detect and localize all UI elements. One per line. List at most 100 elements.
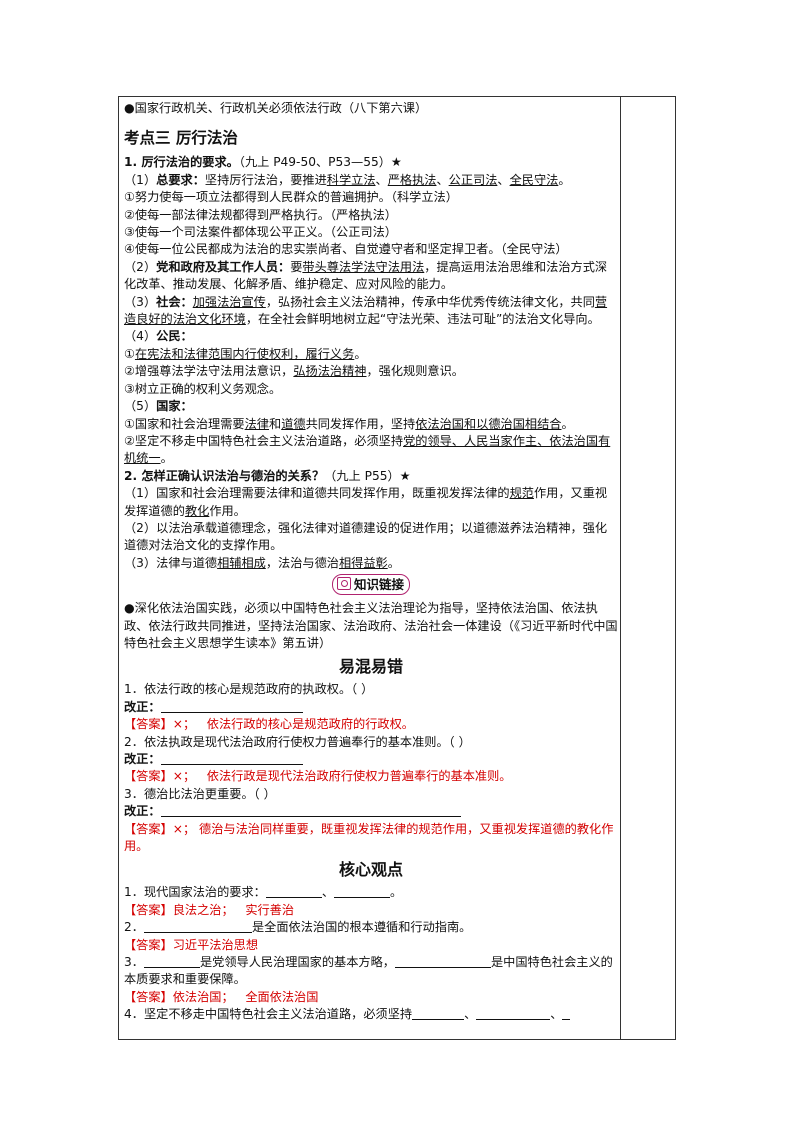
main-content: ●国家行政机关、行政机关必须依法行政（八下第六课） 考点三 厉行法治 1. 厉行…	[124, 96, 618, 1024]
p2-pre: 要	[290, 259, 303, 274]
q2-title-line: 2. 怎样正确认识法治与德治的关系？（九上 P55）★	[124, 468, 618, 485]
confusing-q2: 2．依法执政是现代法治政府行使权力普遍奉行的基本准则。（ ）	[124, 734, 471, 749]
core-q1: 1．现代国家法治的要求：、。	[124, 884, 618, 901]
q2-l1-u2: 教化	[184, 503, 210, 518]
q2-l3-pre: （3）法律与道德	[124, 555, 218, 570]
q1-l3: ③使每一个司法案件都体现公平正义。（公正司法）	[124, 225, 397, 240]
core-a1-2: 实行善治	[245, 902, 295, 917]
p3-u1: 加强法治宣传	[192, 294, 266, 309]
answer-tag: 【答案】	[124, 717, 173, 732]
answer-tag: 【答案】	[124, 769, 173, 784]
knowledge-link-label: 知识链接	[353, 577, 404, 593]
q2-l1: （1）国家和社会治理需要法律和道德共同发挥作用，既重视发挥法律的规范作用，又重视…	[124, 485, 618, 520]
answer-blank	[160, 752, 303, 765]
core-q1-end: 。	[390, 885, 403, 900]
p1-u2: 严格执法	[387, 172, 437, 187]
p2-rest: ，提高运用法治思维和法治方式深化改革、推动发展、化解矛盾、维护稳定、应对风险的能…	[124, 259, 608, 292]
answer-blank	[160, 700, 303, 713]
p4-label: 公民：	[156, 329, 193, 344]
p3-mid: ，弘扬社会主义法治精神，传承中华优秀传统法律文化，共同	[265, 294, 595, 309]
answer-blank	[265, 885, 322, 899]
n1-u2: 道德	[281, 416, 306, 431]
q2-l1-end: 作用。	[209, 503, 246, 518]
n2-pre: ②坚定不移走中国特色社会主义法治道路，必须坚持	[124, 433, 404, 448]
q2-l3: （3）法律与道德相辅相成，法治与德治相得益彰。	[124, 555, 618, 572]
c1-u: 在宪法和法律范围内行使权利，履行义务	[134, 346, 355, 361]
core-q1-pre: 1．现代国家法治的要求：	[124, 885, 266, 900]
answer-mark: ×；	[172, 717, 196, 732]
q1-n1: ①国家和社会治理需要法律和道德共同发挥作用，坚持依法治国和以德治国相结合。	[124, 416, 618, 433]
p3-u2: 营造良好的法治文化环境	[124, 294, 608, 327]
fix-label: 改正：	[124, 699, 161, 714]
p3-label: 社会：	[156, 294, 193, 309]
core-a1-1: 良法之治；	[172, 902, 234, 917]
q2-ref: （九上 P55）★	[324, 468, 411, 483]
p2-u1: 带头尊法学法守法用法	[302, 259, 425, 274]
answer-blank	[143, 955, 200, 969]
core-a2: 【答案】习近平法治思想	[124, 937, 618, 954]
answer-tag: 【答案】	[124, 989, 173, 1004]
link-text: ●深化依法治国实践，必须以中国特色社会主义法治理论为指导，坚持依法治国、依法执政…	[124, 601, 618, 650]
fix-label: 改正：	[124, 752, 161, 766]
p4-num: （4）	[124, 329, 157, 344]
answer-text: 德治与法治同样重要，既重视发挥法律的规范作用，又重视发挥道德的教化作用。	[124, 821, 614, 854]
n1-pre: ①国家和社会治理需要	[124, 416, 245, 431]
q2-l2: （2）以法治承载道德理念，强化法律对道德建设的促进作用；以道德滋养法治精神，强化…	[124, 520, 608, 553]
core-q4-pre: 4．坚定不移走中国特色社会主义法治道路，必须坚持	[124, 1007, 413, 1022]
q2-l3-end: 。	[387, 555, 400, 570]
core-q3-rest: 是中国特色社会主义的本质要求和重要保障。	[124, 955, 613, 987]
knowledge-link-wrap: 知识链接	[124, 574, 618, 598]
answer-text: 依法行政的核心是规范政府的行政权。	[206, 717, 414, 732]
q1-n2: ②坚定不移走中国特色社会主义法治道路，必须坚持党的领导、人民当家作主、依法治国有…	[124, 433, 618, 468]
section3-title: 考点三 厉行法治	[124, 129, 238, 148]
c1-end: 。	[354, 346, 367, 361]
confusing-a2: 【答案】×； 依法行政是现代法治政府行使权力普遍奉行的基本准则。	[124, 768, 618, 785]
link-book-icon	[336, 577, 351, 591]
answer-blank	[334, 885, 391, 899]
table-frame	[118, 96, 676, 1040]
q2-l1-mid: 作用，又重视发挥道德的	[124, 486, 608, 518]
c2-pre: ②增强尊法学法守法用法意识，	[124, 364, 294, 379]
confusing-fix3: 改正：	[124, 803, 618, 820]
core-a1: 【答案】良法之治； 实行善治	[124, 902, 618, 919]
q1-c3: ③树立正确的权利义务观念。	[124, 381, 282, 396]
n2-u1: 党的领导、人民当家作主、依法治国有机统一	[124, 433, 611, 466]
answer-blank	[412, 1007, 465, 1021]
core-title: 核心观点	[338, 860, 403, 880]
top-line: ●国家行政机关、行政机关必须依法行政（八下第六课）	[124, 101, 428, 115]
q1-title-line: 1. 厉行法治的要求。（九上 P49-50、P53—55）★	[124, 154, 618, 171]
answer-blank	[160, 804, 461, 818]
answer-tag: 【答案】	[124, 821, 173, 836]
answer-blank	[143, 920, 252, 934]
answer-mark: ×；	[172, 769, 196, 784]
q1-p1: （1）总要求：坚持厉行法治，要推进科学立法、严格执法、公正司法、全民守法。	[124, 172, 618, 189]
core-a3-2: 全面依法治国	[245, 989, 319, 1004]
p3-rest: ，在全社会鲜明地树立起“守法光荣、违法可耻”的法治文化导向。	[245, 312, 600, 327]
n1-u1: 法律	[244, 416, 269, 431]
p5-label: 国家：	[156, 399, 193, 414]
confusing-a1: 【答案】×； 依法行政的核心是规范政府的行政权。	[124, 716, 618, 733]
knowledge-link-badge: 知识链接	[331, 574, 410, 596]
q1-p3: （3）社会：加强法治宣传，弘扬社会主义法治精神，传承中华优秀传统法律文化，共同营…	[124, 294, 618, 329]
q1-c1: ①在宪法和法律范围内行使权利，履行义务。	[124, 346, 618, 363]
core-q4-sep: 、	[464, 1007, 477, 1022]
p1-end: 。	[558, 172, 571, 187]
core-q2-rest: 是全面依法治国的根本遵循和行动指南。	[251, 920, 472, 935]
c2-end: ，强化规则意识。	[366, 364, 465, 379]
confusing-q1: 1．依法行政的核心是规范政府的执政权。（ ）	[124, 682, 374, 697]
n1-end: 。	[561, 416, 574, 431]
fix-label: 改正：	[124, 804, 161, 819]
q1-p5: （5）国家：	[124, 398, 618, 415]
confusing-fix1: 改正：	[124, 699, 618, 716]
answer-blank	[562, 1007, 571, 1021]
core-q2-pre: 2．	[124, 920, 144, 935]
q2-l1-u1: 规范	[509, 486, 534, 501]
p1-s1: 、	[375, 172, 388, 187]
q2-l3-u2: 相得益彰	[338, 555, 388, 570]
confusing-a3: 【答案】×； 德治与法治同样重要，既重视发挥法律的规范作用，又重视发挥道德的教化…	[124, 821, 618, 856]
answer-text: 依法行政是现代法治政府行使权力普遍奉行的基本准则。	[206, 769, 512, 784]
answer-mark: ×；	[172, 821, 196, 836]
q2-l3-u1: 相辅相成	[217, 555, 266, 570]
q2-title: 2. 怎样正确认识法治与德治的关系？	[124, 468, 325, 483]
n1-mid1: 和	[269, 416, 282, 431]
